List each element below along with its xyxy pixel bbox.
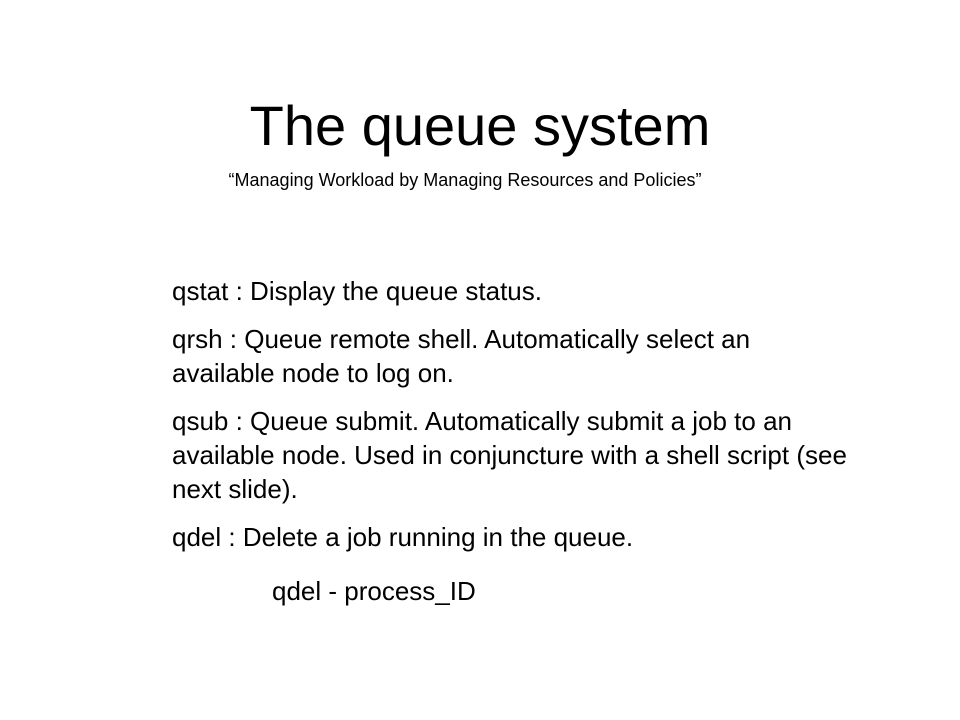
command-qdel: qdel : Delete a job running in the queue…: [172, 522, 634, 552]
command-qsub: qsub : Queue submit. Automatically submi…: [172, 406, 847, 504]
slide-title: The queue system: [249, 94, 711, 157]
command-list: qstat : Display the queue status. qrsh :…: [172, 274, 852, 622]
command-qdel-usage: qdel - process_ID: [272, 576, 476, 606]
command-qrsh: qrsh : Queue remote shell. Automatically…: [172, 324, 751, 388]
slide-subtitle: “Managing Workload by Managing Resources…: [228, 170, 702, 190]
command-qstat: qstat : Display the queue status.: [172, 276, 542, 306]
